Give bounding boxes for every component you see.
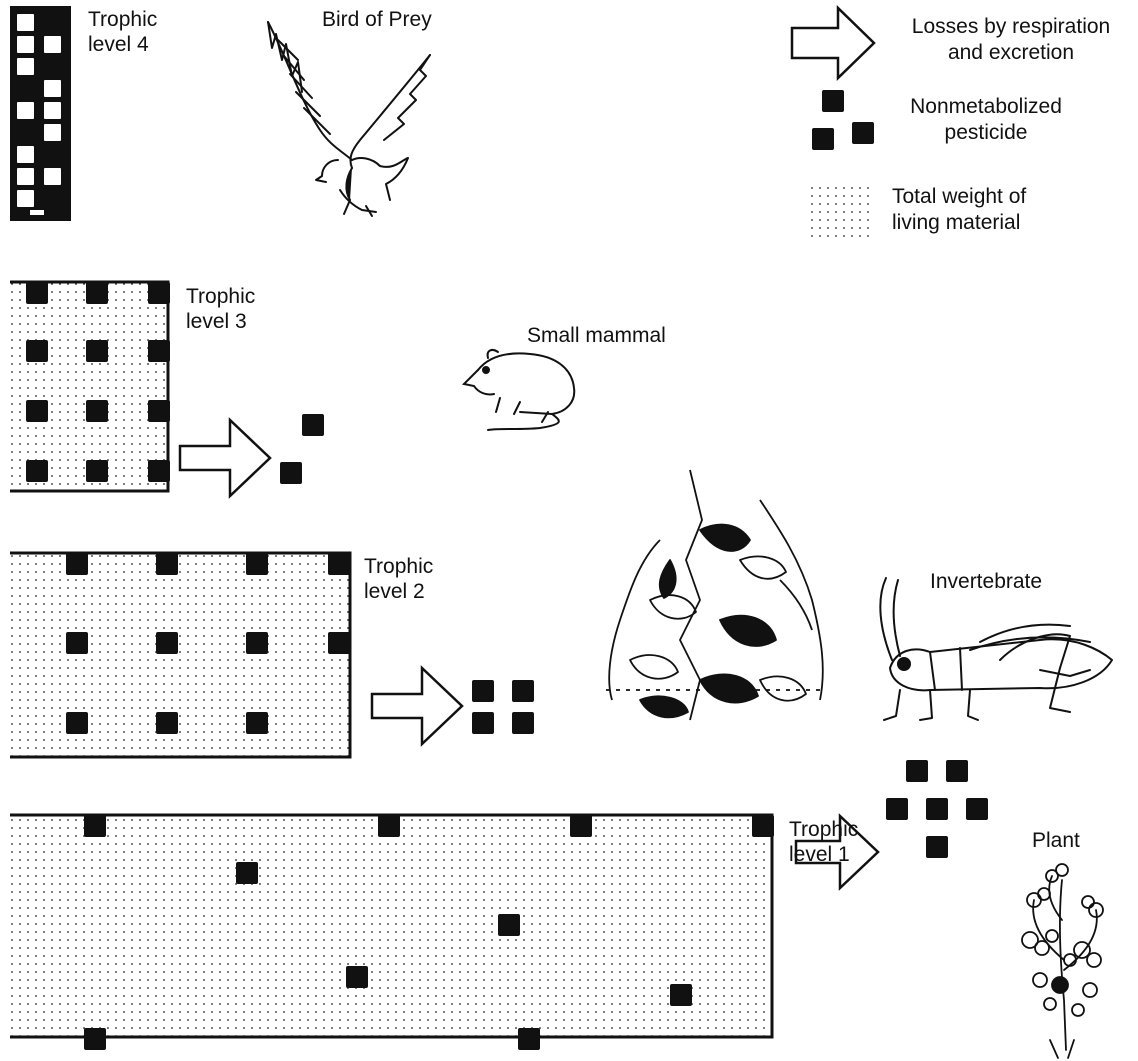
pesticide-block (670, 984, 692, 1006)
pesticide-block (86, 400, 108, 422)
pesticide-block (148, 282, 170, 304)
legend-pesticide-label-line1: Nonmetabolized (884, 94, 1088, 119)
legend-weight-label-line2: living material (892, 210, 1020, 235)
pesticide-window (17, 190, 34, 207)
trophic-level-2-box (10, 553, 350, 757)
trophic-level-3-label-line2: level 3 (186, 309, 247, 334)
losses-arrow-level-3 (180, 420, 270, 496)
pesticide-window (17, 58, 34, 75)
pesticide-block (86, 340, 108, 362)
pesticide-block (346, 966, 368, 988)
pesticide-window (17, 14, 34, 31)
legend-pesticide-label-line2: pesticide (884, 120, 1088, 145)
pesticide-window (44, 80, 61, 97)
pesticide-block (378, 815, 400, 837)
trophic-level-1-box (10, 815, 774, 1050)
pesticide-block (246, 632, 268, 654)
pesticide-block (84, 815, 106, 837)
pesticide-window (44, 168, 61, 185)
plant-label: Plant (1032, 828, 1080, 853)
pesticide-block (236, 862, 258, 884)
pesticide-window (17, 36, 34, 53)
pesticide-block (148, 340, 170, 362)
legend-pesticide-blocks-icon (812, 90, 874, 150)
small-mammal-label: Small mammal (527, 323, 666, 348)
trophic-level-1-label-line1: Trophic (789, 817, 858, 842)
pesticide-block (26, 282, 48, 304)
trophic-level-4-label-line1: Trophic (88, 7, 157, 32)
pesticide-block (66, 712, 88, 734)
grasshopper-icon (880, 578, 1112, 720)
pesticide-block (86, 460, 108, 482)
pesticide-block (84, 1028, 106, 1050)
trophic-level-1-label-line2: level 1 (789, 842, 850, 867)
trophic-level-3-box (10, 282, 170, 491)
bird-of-prey-label: Bird of Prey (322, 7, 432, 32)
excreted-blocks-level-3 (280, 414, 324, 484)
pesticide-block (148, 460, 170, 482)
losses-arrow-level-2 (372, 668, 462, 744)
pesticide-window (44, 36, 61, 53)
excreted-blocks-level-1 (886, 760, 988, 858)
trophic-level-2-label-line1: Trophic (364, 554, 433, 579)
trophic-level-3-label-line1: Trophic (186, 284, 255, 309)
excreted-blocks-level-2 (472, 680, 534, 734)
pesticide-block (86, 282, 108, 304)
pesticide-block (570, 815, 592, 837)
legend-arrow-icon (792, 8, 874, 78)
pesticide-block (66, 632, 88, 654)
pesticide-block (752, 815, 774, 837)
leafy-shrub-icon (606, 470, 824, 720)
pesticide-block (156, 632, 178, 654)
small-mammal-icon (464, 350, 574, 430)
legend-losses-label-line2: and excretion (884, 40, 1138, 65)
pesticide-window (44, 124, 61, 141)
pesticide-window (44, 102, 61, 119)
legend-losses-label-line1: Losses by respiration (884, 14, 1138, 39)
flowering-plant-icon (1022, 864, 1103, 1058)
pesticide-block (518, 1028, 540, 1050)
invertebrate-label: Invertebrate (930, 569, 1042, 594)
pesticide-block (246, 553, 268, 575)
trophic-level-2-label-line2: level 2 (364, 579, 425, 604)
pesticide-block (246, 712, 268, 734)
trophic-level-4-bar (10, 6, 71, 221)
pesticide-window (17, 168, 34, 185)
pesticide-block (148, 400, 170, 422)
pesticide-block (66, 553, 88, 575)
pesticide-block (328, 553, 350, 575)
pesticide-window (17, 102, 34, 119)
pesticide-block (26, 460, 48, 482)
pesticide-block (26, 400, 48, 422)
pesticide-block (328, 632, 350, 654)
trophic-level-4-label-line2: level 4 (88, 32, 149, 57)
pesticide-window (17, 146, 34, 163)
pesticide-block (156, 553, 178, 575)
legend-dotted-weight-icon (806, 182, 874, 238)
bird-of-prey-icon (268, 22, 430, 216)
pesticide-block (26, 340, 48, 362)
pesticide-block (498, 914, 520, 936)
pesticide-block (156, 712, 178, 734)
legend-weight-label-line1: Total weight of (892, 184, 1026, 209)
